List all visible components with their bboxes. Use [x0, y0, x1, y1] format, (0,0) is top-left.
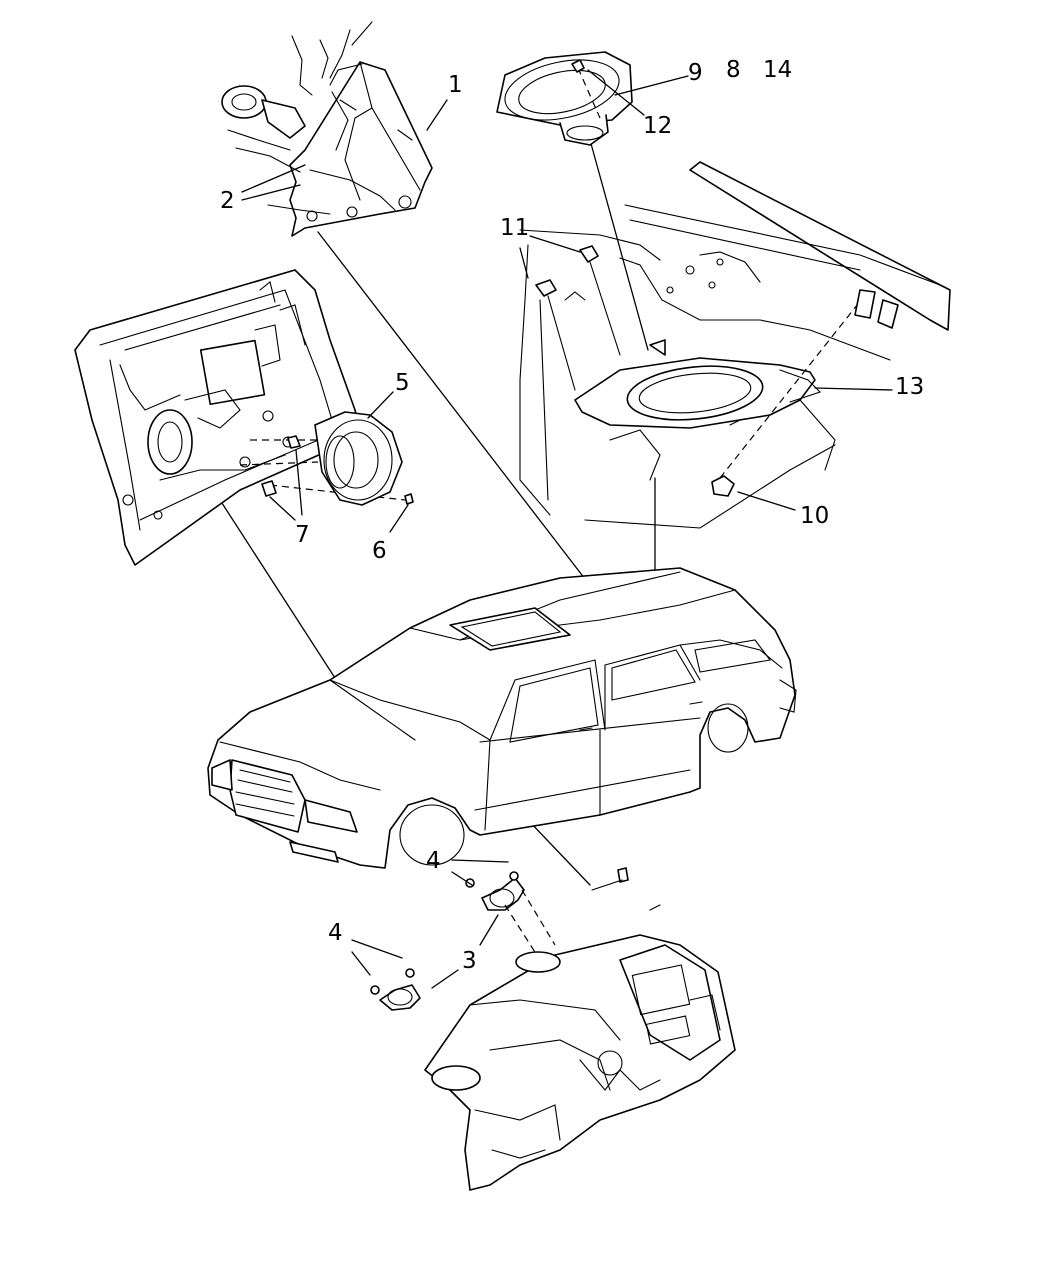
- callout-5: 5: [395, 370, 410, 396]
- callout-13: 13: [895, 374, 924, 400]
- amplifier-assembly: [221, 21, 433, 237]
- callout-4: 4: [426, 848, 441, 874]
- callout-labels: 1 2 3 4 4 5 6 7 8 9 10 11 12 13 14: [220, 57, 924, 974]
- callout-3: 3: [462, 948, 477, 974]
- callout-10: 10: [800, 503, 829, 529]
- callout-8: 8: [726, 57, 741, 83]
- instrument-panel-tweeters: [370, 867, 736, 1191]
- front-door-speaker: [74, 269, 414, 566]
- callout-6: 6: [372, 538, 387, 564]
- callout-1: 1: [448, 72, 463, 98]
- callout-14: 14: [763, 57, 792, 83]
- vehicle-body: [207, 567, 797, 869]
- callout-9: 9: [688, 60, 703, 86]
- callout-11: 11: [500, 215, 529, 241]
- rear-shelf-speaker: [496, 51, 633, 146]
- callout-4: 4: [328, 920, 343, 946]
- callout-7: 7: [295, 522, 310, 548]
- rear-package-shelf: [519, 161, 951, 529]
- callout-leaders: [241, 69, 893, 989]
- callout-12: 12: [643, 113, 672, 139]
- callout-2: 2: [220, 188, 235, 214]
